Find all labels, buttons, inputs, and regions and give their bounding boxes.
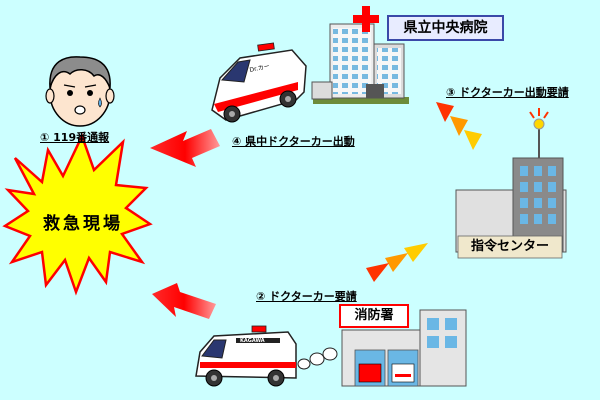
command-center-label: 指令センター (470, 239, 549, 254)
hospital-cross-icon (353, 6, 379, 32)
step-1-label: ① 119番通報 (40, 131, 110, 144)
patient-icon (45, 56, 115, 127)
command-center-building (455, 157, 567, 259)
doctor-car-side-text: Dr.カー (249, 63, 270, 74)
hospital-name-box (387, 15, 504, 41)
fire-ambulance-icon: KAGAWA (195, 325, 297, 387)
doctor-car-icon: Dr.カー (211, 42, 307, 123)
fire-station-label: 消防署 (354, 308, 394, 323)
exhaust-cloud-icon (297, 347, 338, 370)
signal-arrows-command-to-hospital (436, 102, 482, 150)
hospital-name-label: 県立中央病院 (403, 20, 488, 36)
fire-station-building (339, 304, 467, 387)
hospital-building (311, 23, 409, 104)
emergency-scene-burst (2, 132, 153, 296)
arrow-fire-ambulance-to-scene (152, 283, 216, 319)
step-2-label: ② ドクターカー要請 (256, 290, 357, 303)
fire-ambulance-side-text: KAGAWA (240, 338, 265, 344)
antenna-icon (529, 108, 549, 158)
arrow-doctor-car-to-scene (150, 129, 220, 167)
step-3-label: ③ ドクターカー出動要請 (446, 86, 569, 99)
step-4-label: ④ 県中ドクターカー出動 (232, 135, 355, 148)
scene-label: 救急現場 (43, 214, 123, 234)
signal-arrows-fire-station-to-command (366, 243, 428, 282)
